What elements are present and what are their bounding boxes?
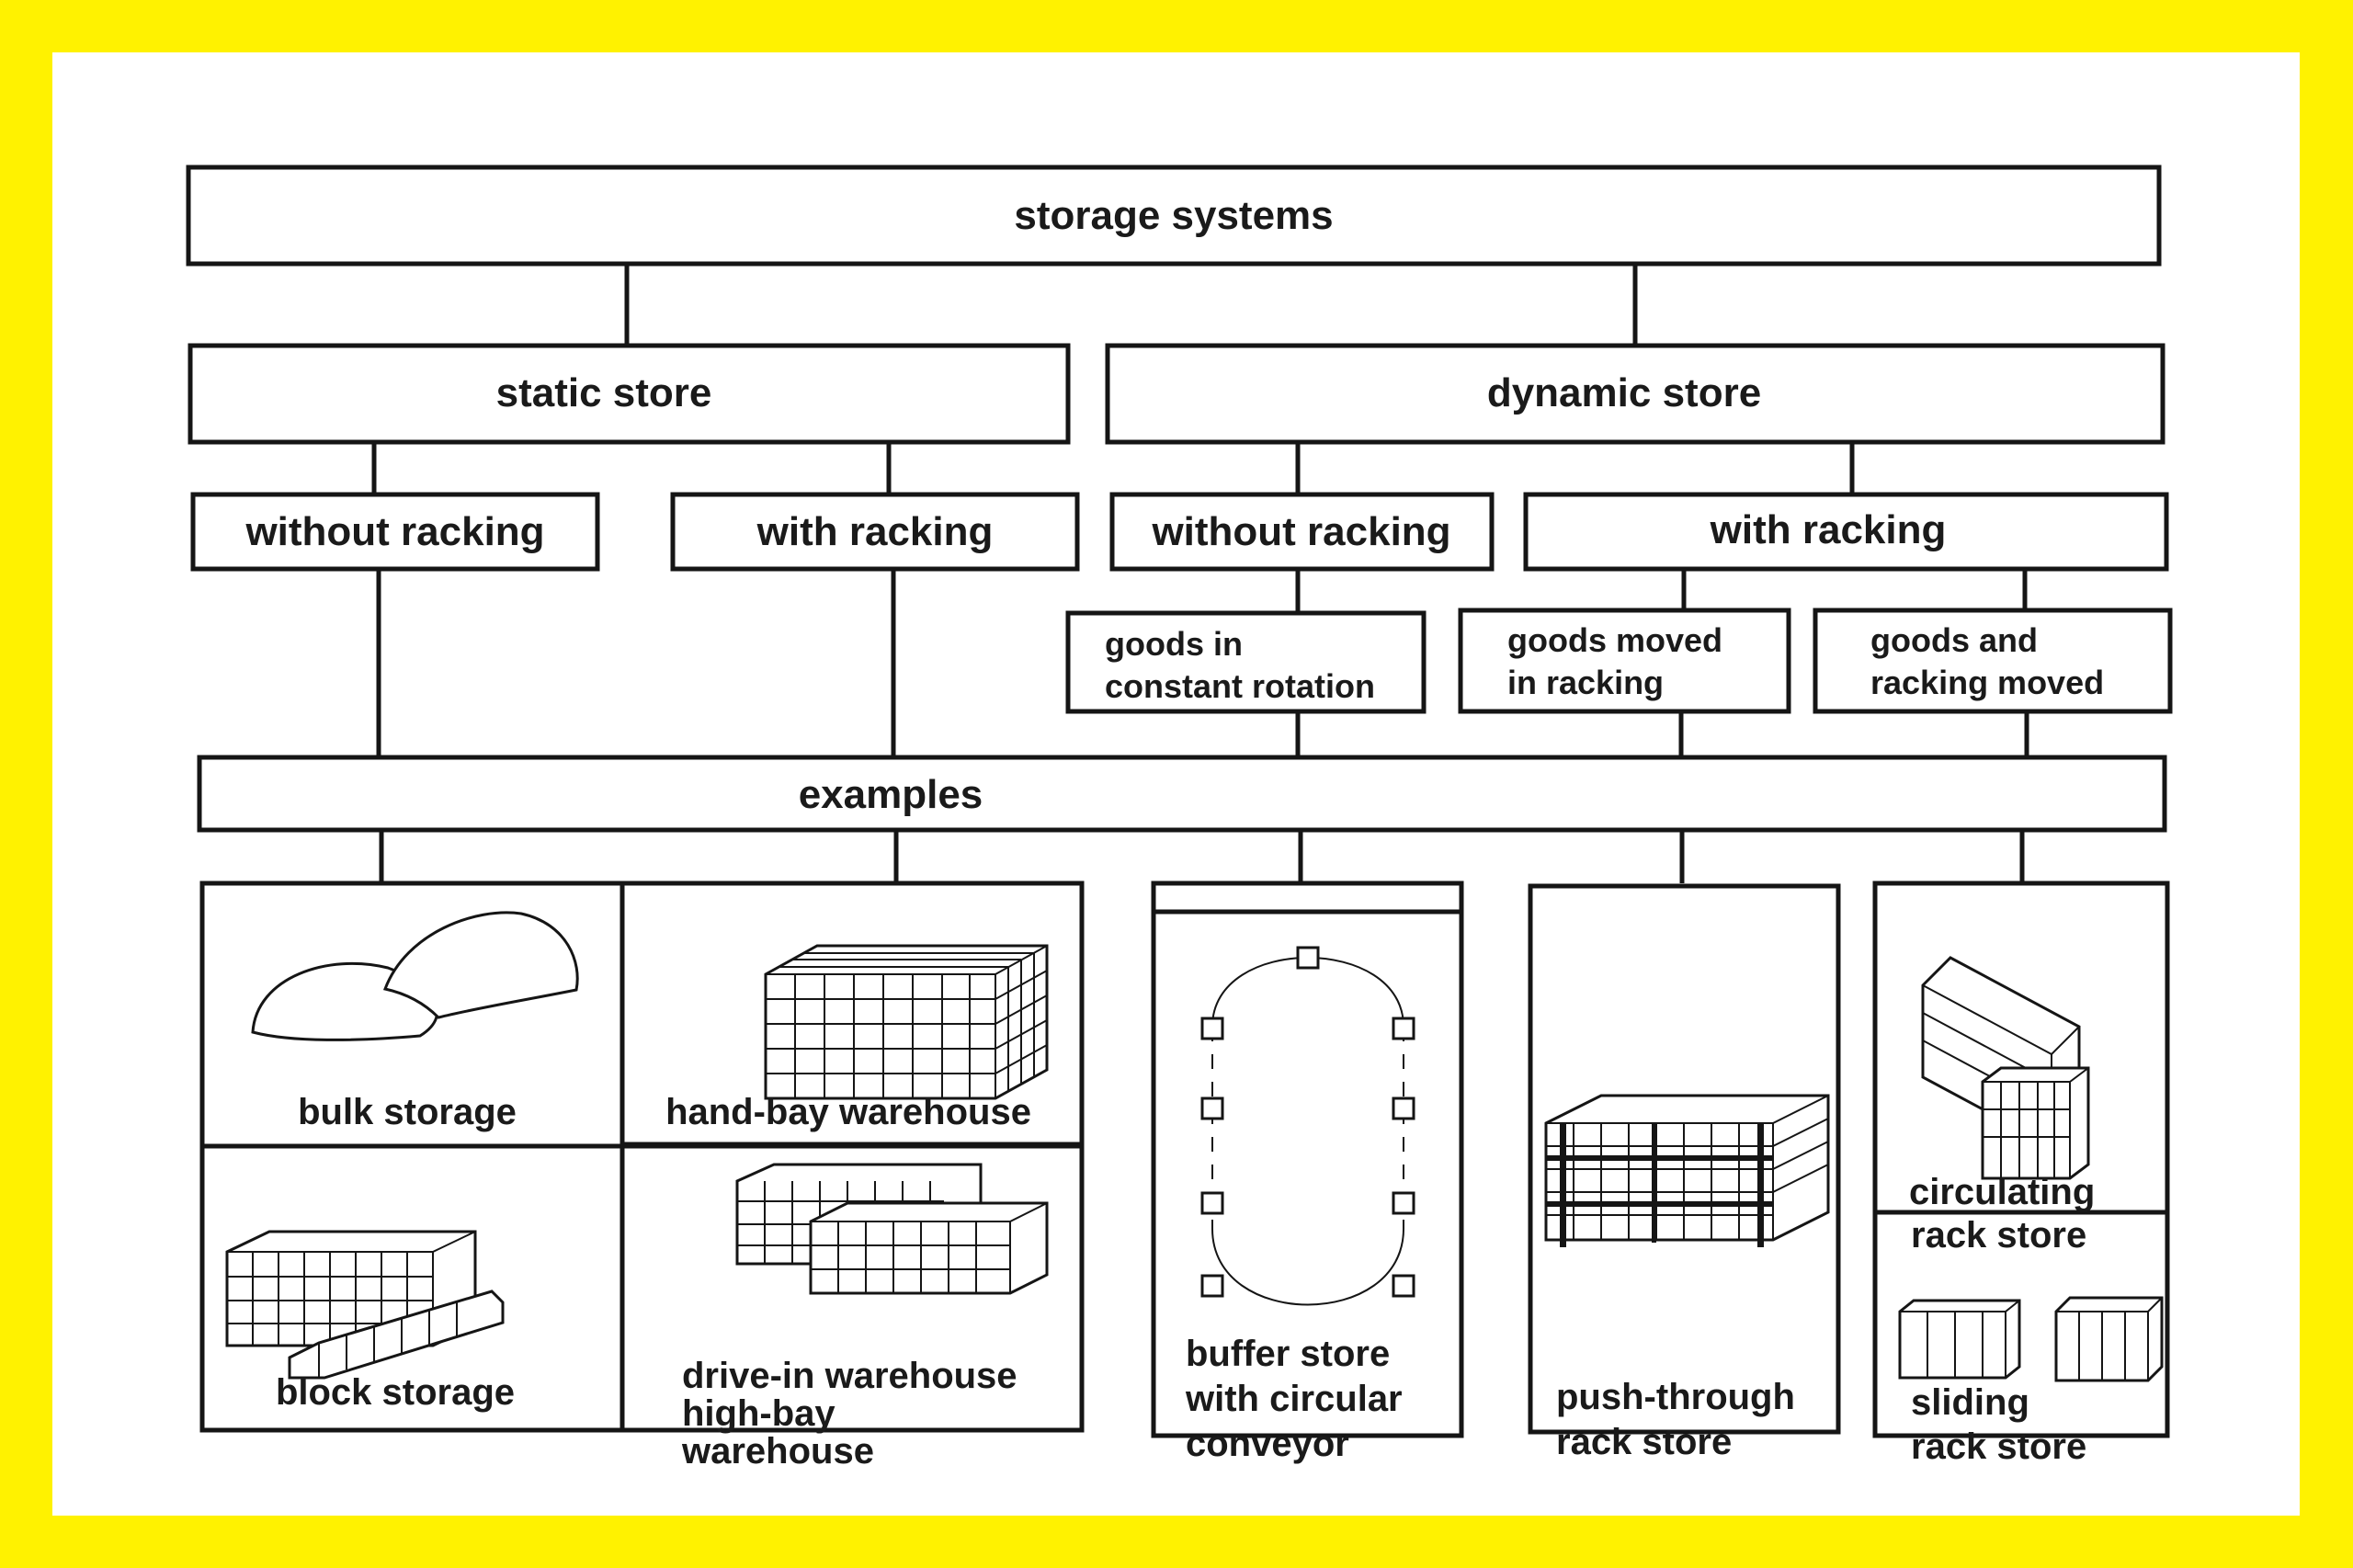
node-static-without-racking-label: without racking <box>244 509 544 554</box>
node-goods-and-racking-moved: goods and racking moved <box>1813 608 2173 714</box>
node-goods-racking-moved-label-1: goods and <box>1870 621 2038 659</box>
node-dynamic-without-racking: without racking <box>1109 492 1495 572</box>
node-static-with-racking-label: with racking <box>756 509 994 554</box>
push-through-label: push-through <box>1556 1377 1795 1417</box>
node-dynamic-store-label: dynamic store <box>1487 370 1761 415</box>
node-goods-moved-in-racking: goods moved in racking <box>1458 608 1791 714</box>
node-examples: examples <box>197 755 2167 833</box>
sliding-rack-illustration <box>1898 1296 2164 1382</box>
hand-bay-warehouse-label: hand-bay warehouse <box>665 1092 1031 1132</box>
high-bay-warehouse-label: warehouse <box>681 1431 874 1471</box>
circulating-rack-illustration <box>1921 956 2090 1180</box>
drive-in-warehouse-illustration <box>735 1163 1049 1295</box>
sliding-rack-store-label: rack store <box>1911 1426 2086 1467</box>
block-storage-label: block storage <box>276 1372 515 1413</box>
node-dynamic-with-racking-label: with racking <box>1710 507 1947 552</box>
node-goods-racking-moved-label-2: racking moved <box>1870 664 2104 701</box>
panel-buffer-store <box>1151 881 1464 1438</box>
circulating-label: circulating <box>1909 1172 2095 1212</box>
node-storage-systems-label: storage systems <box>1014 193 1333 238</box>
node-examples-label: examples <box>799 772 983 817</box>
hand-bay-warehouse-illustration <box>764 944 1049 1100</box>
sliding-label: sliding <box>1911 1382 2029 1423</box>
node-static-store-label: static store <box>496 370 712 415</box>
node-goods-moved-label-1: goods moved <box>1507 621 1722 659</box>
buffer-store-conveyor-label: conveyor <box>1186 1424 1349 1464</box>
connector-lines <box>371 264 2029 883</box>
node-goods-constant-rotation-label-1: goods in <box>1105 625 1243 663</box>
node-dynamic-with-racking: with racking <box>1523 492 2169 572</box>
bulk-storage-label: bulk storage <box>298 1092 517 1132</box>
push-through-rack-store-label: rack store <box>1556 1422 1732 1462</box>
high-bay-label: high-bay <box>682 1393 835 1434</box>
buffer-store-conveyor-illustration <box>1200 946 1415 1306</box>
buffer-store-circular-label: with circular <box>1185 1379 1403 1419</box>
storage-systems-diagram: storage systems static store dynamic sto… <box>186 165 2173 1471</box>
circulating-rack-store-label: rack store <box>1911 1215 2086 1256</box>
node-dynamic-without-racking-label: without racking <box>1151 509 1450 554</box>
node-storage-systems: storage systems <box>186 165 2162 267</box>
push-through-rack-illustration <box>1544 1094 1830 1247</box>
node-static-store: static store <box>188 343 1071 445</box>
node-goods-constant-rotation: goods in constant rotation <box>1065 610 1427 714</box>
node-goods-moved-label-2: in racking <box>1507 664 1664 701</box>
drive-in-warehouse-label: drive-in warehouse <box>682 1356 1017 1396</box>
node-dynamic-store: dynamic store <box>1105 343 2165 445</box>
node-static-without-racking: without racking <box>190 492 600 572</box>
block-storage-illustration <box>225 1230 505 1380</box>
buffer-store-label: buffer store <box>1186 1334 1390 1374</box>
node-static-with-racking: with racking <box>670 492 1080 572</box>
diagram-canvas: storage systems static store dynamic sto… <box>52 52 2300 1516</box>
bulk-storage-illustration <box>251 911 579 1041</box>
node-goods-constant-rotation-label-2: constant rotation <box>1105 667 1375 705</box>
